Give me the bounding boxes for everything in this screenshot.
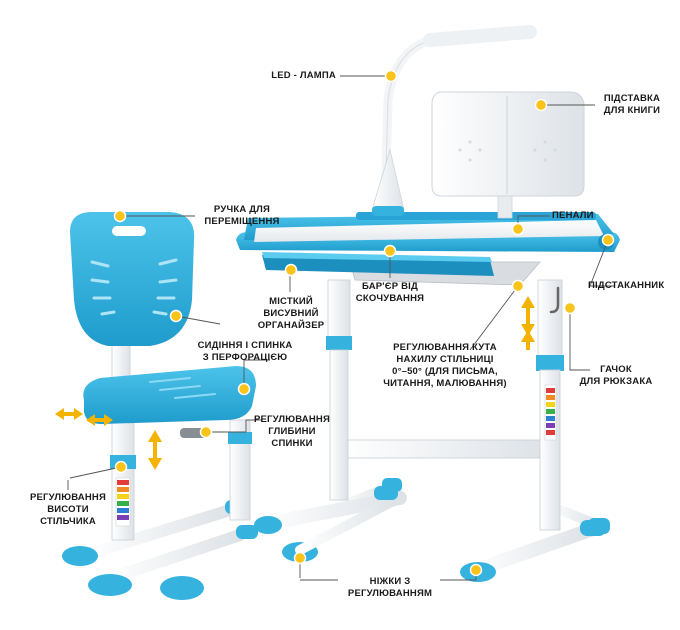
carry-handle-slot: [112, 226, 146, 236]
book-stand: [431, 91, 585, 219]
double-arrow-icon: [55, 296, 535, 470]
pencil-tray: [356, 212, 596, 220]
desk: [236, 25, 620, 582]
desk-left-leg: [326, 279, 352, 501]
desk-right-leg: [536, 279, 564, 531]
chair-seat: [83, 366, 256, 424]
label-book-stand: ПІДСТАВКА ДЛЯ КНИГИ: [603, 93, 661, 116]
label-carry-handle: РУЧКА ДЛЯ ПЕРЕМІЩЕННЯ: [204, 204, 280, 227]
label-cup-holder: ПІДСТАКАННИК: [588, 280, 665, 291]
chair-height-scale-icon: [115, 477, 131, 527]
label-pencil-trays: ПЕНАЛИ: [552, 210, 594, 221]
callout-lines: [67, 75, 614, 581]
desk-crossbar: [341, 439, 548, 459]
height-scale-icon: [544, 384, 557, 441]
label-back-depth: РЕГУЛЮВАННЯ ГЛИБИНИ СПИНКИ: [253, 414, 331, 449]
chair-base: [62, 500, 258, 600]
led-lamp: [371, 25, 537, 216]
label-backpack-hook: ГАЧОК ДЛЯ РЮКЗАКА: [579, 364, 653, 387]
label-adjustable-feet: НІЖКИ З РЕГУЛЮВАННЯМ: [347, 576, 433, 599]
label-organizer: МІСТКИЙ ВИСУВНИЙ ОРГАНАЙЗЕР: [257, 296, 325, 331]
label-led-lamp: LED - ЛАМПА: [271, 70, 336, 81]
backpack-hook-icon: [549, 286, 560, 314]
label-tilt-adjust: РЕГУЛЮВАННЯ КУТА НАХИЛУ СТІЛЬНИЦІ 0°–50°…: [383, 342, 507, 389]
label-seat-backrest: СИДІННЯ І СПИНКА З ПЕРФОРАЦІЄЮ: [197, 340, 293, 363]
label-anti-slip-barrier: БАР'ЄР ВІД СКОЧУВАННЯ: [355, 281, 425, 304]
callout-dot-icon: [113, 69, 615, 577]
label-seat-height: РЕГУЛЮВАННЯ ВИСОТИ СТІЛЬЧИКА: [29, 492, 107, 527]
seat-perforation: [149, 377, 216, 399]
chair: [62, 212, 258, 600]
backrest-perforation: [90, 258, 178, 316]
desk-front-foot: [253, 486, 606, 582]
